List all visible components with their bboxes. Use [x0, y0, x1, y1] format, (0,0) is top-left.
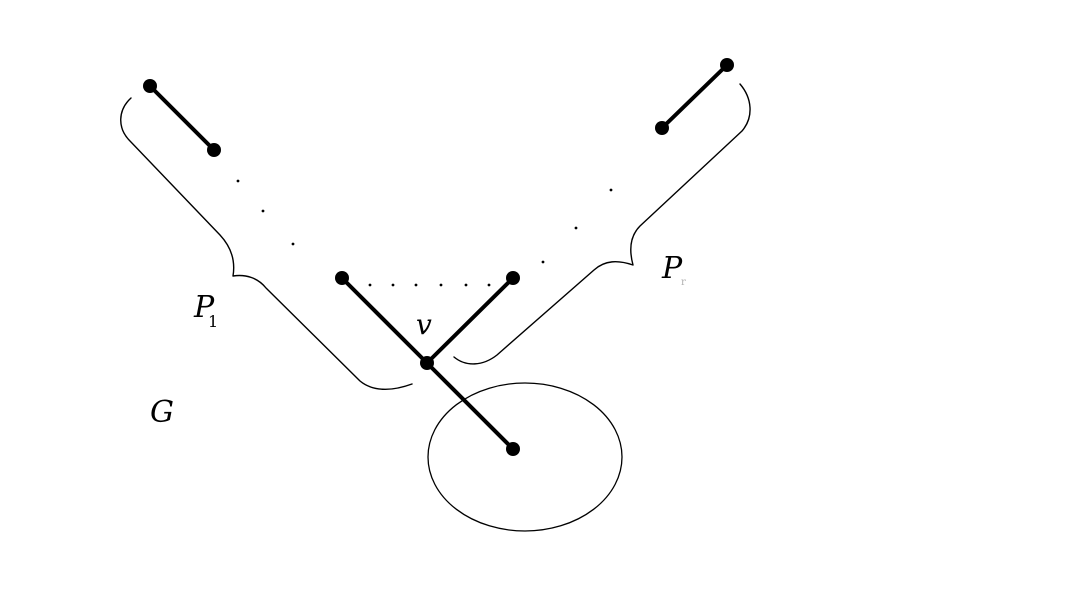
vertex-pr-top-b [655, 121, 669, 135]
vertex-pr-top-a [720, 58, 734, 72]
path-p1-letter: P [194, 290, 215, 325]
path-p1-label: P [194, 293, 214, 323]
edge-v-to-g [425, 361, 515, 451]
edge-pr-near-v [425, 276, 515, 365]
ellipsis-dots [236, 179, 613, 287]
edge-p1-top [148, 84, 216, 152]
edges [148, 63, 729, 451]
braces [120, 83, 751, 390]
edge-p1-near-v [340, 276, 429, 365]
edge-pr-top [660, 63, 729, 130]
brace-pr [453, 83, 751, 365]
vertex-p1-near-v [335, 271, 349, 285]
graph-g-label: G [150, 395, 174, 430]
path-pr-letter: P [662, 251, 683, 286]
path-p1-subscript: 1 [208, 312, 219, 331]
vertex-v [420, 356, 434, 370]
path-pr-label: P [662, 254, 682, 284]
vertex-p1-top-b [207, 143, 221, 157]
vertex-pr-near-v [506, 271, 520, 285]
graph-region-ellipse [427, 382, 623, 532]
vertex-p1-top-a [143, 79, 157, 93]
vertices [143, 58, 734, 456]
brace-p1 [120, 97, 413, 390]
vertex-v-label: v [416, 308, 432, 341]
path-pr-subscript: r [681, 277, 686, 288]
vertex-in-g [506, 442, 520, 456]
